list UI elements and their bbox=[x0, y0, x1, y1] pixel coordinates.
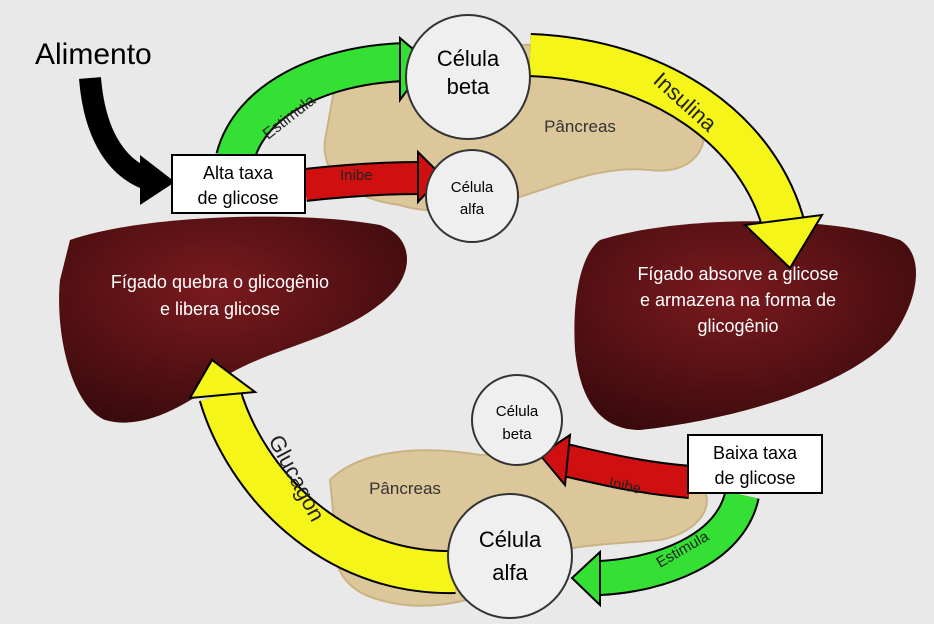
top-alpha-label-2: alfa bbox=[460, 201, 485, 218]
top-stimulate-arrow bbox=[217, 44, 406, 164]
top-beta-label-1: Célula bbox=[437, 46, 500, 71]
food-label: Alimento bbox=[35, 38, 152, 71]
left-liver-shape bbox=[59, 216, 407, 423]
right-liver-shape bbox=[574, 221, 917, 430]
bottom-beta-cell bbox=[471, 374, 563, 466]
food-arrow bbox=[140, 155, 175, 205]
top-alpha-cell bbox=[425, 149, 519, 243]
top-alpha-label-1: Célula bbox=[451, 179, 494, 196]
right-liver-text-3: glicogênio bbox=[697, 316, 778, 336]
bottom-inhibit-arrow bbox=[561, 445, 692, 497]
high-glucose-box bbox=[171, 154, 306, 214]
bottom-alpha-label-1: Célula bbox=[479, 527, 542, 552]
bottom-stimulate-arrow bbox=[598, 490, 758, 594]
left-liver-text-1: Fígado quebra o glicogênio bbox=[111, 272, 329, 292]
low-glucose-line1: Baixa taxa bbox=[713, 443, 798, 463]
top-beta-cell bbox=[405, 14, 531, 140]
high-glucose-line1: Alta taxa bbox=[203, 163, 274, 183]
right-liver-text-1: Fígado absorve a glicose bbox=[637, 264, 838, 284]
top-pancreas-label: Pâncreas bbox=[544, 117, 616, 136]
left-liver-text-2: e libera glicose bbox=[160, 299, 280, 319]
top-inhibit-label: Inibe bbox=[340, 167, 373, 184]
bottom-alpha-cell bbox=[447, 493, 573, 619]
bottom-beta-label-1: Célula bbox=[496, 403, 539, 420]
low-glucose-box bbox=[687, 434, 823, 494]
low-glucose-line2: de glicose bbox=[714, 468, 795, 488]
bottom-pancreas-label: Pâncreas bbox=[369, 479, 441, 498]
high-glucose-line2: de glicose bbox=[197, 188, 278, 208]
top-inhibit-arrow bbox=[303, 163, 421, 200]
bottom-beta-label-2: beta bbox=[502, 426, 532, 443]
bottom-alpha-label-2: alfa bbox=[492, 560, 528, 585]
insulin-arrow bbox=[529, 35, 805, 236]
right-liver-text-2: e armazena na forma de bbox=[640, 290, 836, 310]
bottom-inhibit-label: Inibe bbox=[607, 474, 642, 497]
top-beta-label-2: beta bbox=[447, 74, 491, 99]
glucagon-arrow bbox=[200, 388, 456, 593]
